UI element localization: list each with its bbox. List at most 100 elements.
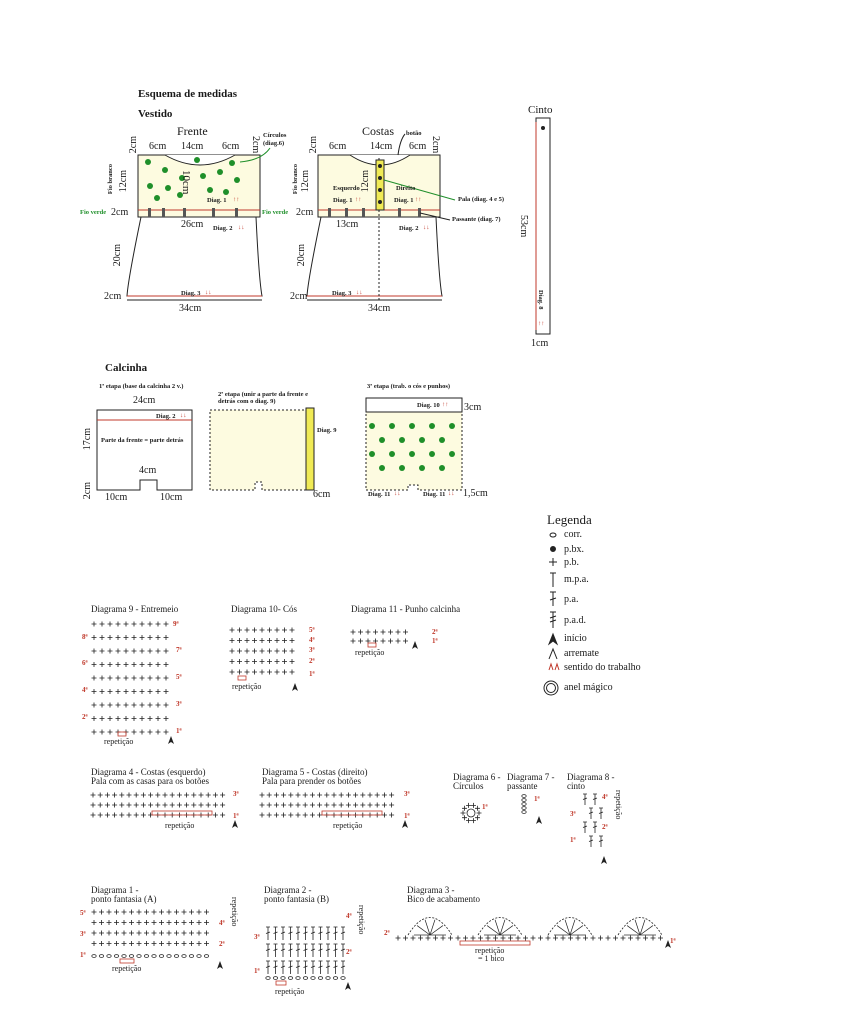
frente-diag1: Diag. 1 [207, 197, 227, 204]
circulos-label: Círculos (diag.6) [263, 132, 287, 147]
costas-label: Costas [362, 124, 395, 138]
d1-r3: 3ª [80, 930, 86, 938]
frente-12cm: 12cm [118, 170, 129, 193]
d4-rep: repetição [165, 821, 195, 830]
d2-rep: repetição [275, 987, 305, 996]
costas-6cm-right: 6cm [409, 141, 427, 152]
calcinha-diag10: Diag. 10 [417, 402, 440, 409]
frente-14cm: 14cm [181, 141, 204, 152]
frente-diag1-arrows: ↑↑ [233, 196, 240, 203]
d2-sub: ponto fantasia (B) [264, 894, 329, 904]
costas-2cm-right: 2cm [430, 136, 441, 154]
calcinha-diag9: Diag. 9 [317, 427, 337, 434]
costas-diag1-left-arrows: ↑↑ [355, 196, 362, 203]
legend-inicio: início [564, 633, 587, 644]
d2-r2: 2ª [346, 948, 352, 956]
d8-title: Diagrama 8 - [567, 772, 615, 782]
d4-r1: 1ª [233, 812, 239, 820]
d9-r1: 1ª [176, 727, 182, 735]
legend-pb: p.b. [564, 557, 579, 568]
d5-r3: 3ª [404, 790, 410, 798]
pala-label: Pala (diag. 4 e 5) [458, 196, 505, 203]
costas-diag1-left: Diag. 1 [333, 197, 353, 204]
calcinha-etapa2-drawing [209, 409, 311, 491]
legend-sentido: sentido do trabalho [564, 662, 641, 673]
d2-rep-v: repetição [357, 905, 366, 935]
frente-dots [145, 157, 240, 201]
calcinha-dots [369, 423, 455, 471]
costas-pala [375, 159, 385, 211]
d8-r1: 1ª [570, 836, 576, 844]
calcinha-24cm: 24cm [133, 395, 156, 406]
etapa2-label: 2ª etapa (unir a parte da frente e detrá… [218, 391, 308, 405]
d9-r6: 6ª [82, 659, 88, 667]
calcinha-diag2-arrows: ↓↓ [180, 412, 187, 419]
d9-r2: 2ª [82, 713, 88, 721]
frente-diag2-arrows: ↓↓ [238, 224, 245, 231]
calcinha-parte: Parte da frente = parte detrás [101, 437, 184, 444]
cinto-arrows: ↑↑ [538, 320, 545, 327]
calcinha-diag11-left: Diag. 11 [368, 491, 391, 498]
d11-title: Diagrama 11 - Punho calcinha [351, 604, 461, 614]
costas-drawing [306, 154, 443, 301]
legenda-title: Legenda [547, 512, 592, 527]
cinto-53cm: 53cm [518, 215, 529, 238]
d7-title: Diagrama 7 - [507, 772, 555, 782]
frente-drawing [126, 154, 263, 301]
d8-r3: 3ª [570, 810, 576, 818]
d9-rep: repetição [104, 737, 134, 746]
costas-34cm: 34cm [368, 303, 391, 314]
d10-r3: 3ª [309, 646, 315, 654]
etapa1-label: 1ª etapa (base da calcinha 2 v.) [99, 383, 184, 390]
d4-sub: Pala com as casas para os botões [91, 776, 209, 786]
d8-r4: 4ª [602, 793, 608, 801]
costas-buttons [378, 164, 382, 204]
title-esquema: Esquema de medidas [138, 88, 238, 100]
d1-r5: 5ª [80, 909, 86, 917]
d1-rep-v: repetição [230, 897, 239, 927]
d11-r1: 1ª [432, 637, 438, 645]
frente-26cm: 26cm [181, 219, 204, 230]
cinto-1cm: 1cm [531, 338, 549, 349]
calcinha-diag11-right-arrows: ↓↓ [448, 490, 455, 497]
calcinha-3cm: 3cm [464, 402, 482, 413]
d7-sub: passante [507, 781, 538, 791]
calcinha-2cm: 2cm [82, 482, 93, 500]
frente-2cm-belt: 2cm [111, 207, 129, 218]
d9-title: Diagrama 9 - Entremeio [91, 604, 179, 614]
passante-arrow [419, 212, 451, 221]
d5-rep: repetição [333, 821, 363, 830]
d2-r4: 4ª [346, 912, 352, 920]
costas-diag1-right: Diag. 1 [394, 197, 414, 204]
legend-arremate: arremate [564, 648, 599, 659]
d7-r1: 1ª [534, 795, 540, 803]
d10-rep: repetição [232, 682, 262, 691]
d3-r1: 1ª [670, 937, 676, 945]
legend-pad: p.a.d. [564, 615, 586, 626]
direito-label: Direito [396, 185, 416, 192]
costas-12cm-center: 12cm [360, 170, 371, 193]
costas-belt-slots [328, 208, 421, 217]
costas-20cm: 20cm [296, 244, 307, 267]
d9-r4: 4ª [82, 686, 88, 694]
costas-fio-verde: Fio verde [262, 209, 289, 216]
costas-13cm: 13cm [336, 219, 359, 230]
d1-r2: 2ª [219, 940, 225, 948]
d11-r2: 2ª [432, 628, 438, 636]
d9-r7: 7ª [176, 646, 182, 654]
costas-2cm-left: 2cm [308, 136, 319, 154]
stitch-layer [90, 621, 671, 990]
frente-6cm-left: 6cm [149, 141, 167, 152]
costas-fio-branco: Fio branco [292, 164, 299, 195]
d1-sub: ponto fantasia (A) [91, 894, 157, 904]
costas-12cm-left: 12cm [300, 170, 311, 193]
d4-title: Diagrama 4 - Costas (esquerdo) [91, 767, 206, 777]
cinto-diag8: Diag. 8 [537, 290, 544, 310]
frente-20cm: 20cm [112, 244, 123, 267]
frente-6cm-right: 6cm [222, 141, 240, 152]
d1-rep: repetição [112, 964, 142, 973]
etapa3-label: 3ª etapa (trab. o cós e punhos) [367, 383, 451, 390]
d6-r1: 1ª [482, 803, 488, 811]
d9-r9: 9ª [173, 620, 179, 628]
